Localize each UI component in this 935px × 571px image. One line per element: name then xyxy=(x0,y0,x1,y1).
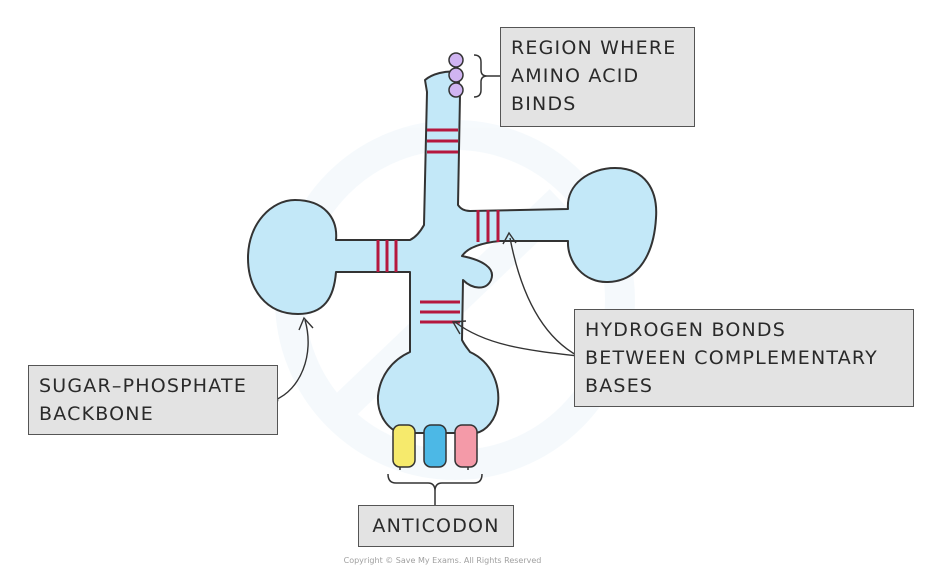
amino-acid-region-label: REGION WHERE AMINO ACID BINDS xyxy=(500,27,695,127)
hbond-label-line-2: BETWEEN COMPLEMENTARY xyxy=(585,347,878,369)
hbond-label-line-1: HYDROGEN BONDS xyxy=(585,319,787,341)
amino-label-line-2: AMINO ACID xyxy=(511,65,640,87)
hydrogen-bond-arrows xyxy=(451,231,579,357)
sugar-phosphate-backbone-label: SUGAR–PHOSPHATE BACKBONE xyxy=(28,365,278,435)
base-blue xyxy=(423,424,447,468)
sugar-label-line-2: BACKBONE xyxy=(39,403,154,425)
base-yellow xyxy=(392,424,416,468)
amino-acid-binding-site xyxy=(448,52,464,98)
backbone-arrow xyxy=(274,316,314,401)
hbond-label-line-3: BASES xyxy=(585,375,654,397)
anticodon-label: ANTICODON xyxy=(358,505,514,547)
hydrogen-bonds-label: HYDROGEN BONDS BETWEEN COMPLEMENTARY BAS… xyxy=(574,309,914,407)
anticodon-label-text: ANTICODON xyxy=(372,515,500,537)
hydrogen-bonds-left-arm xyxy=(376,240,398,272)
hydrogen-bonds-acceptor-stem xyxy=(427,128,458,154)
copyright-notice: Copyright © Save My Exams. All Rights Re… xyxy=(343,556,542,565)
amino-label-line-3: BINDS xyxy=(511,93,577,115)
anticodon-bases xyxy=(392,424,478,470)
amino-label-line-1: REGION WHERE xyxy=(511,37,677,59)
sugar-label-line-1: SUGAR–PHOSPHATE xyxy=(39,375,248,397)
base-pink xyxy=(454,424,478,468)
amino-site-brace xyxy=(473,54,488,98)
trna-molecule xyxy=(247,70,658,434)
hydrogen-bonds-right-arm xyxy=(476,210,500,242)
